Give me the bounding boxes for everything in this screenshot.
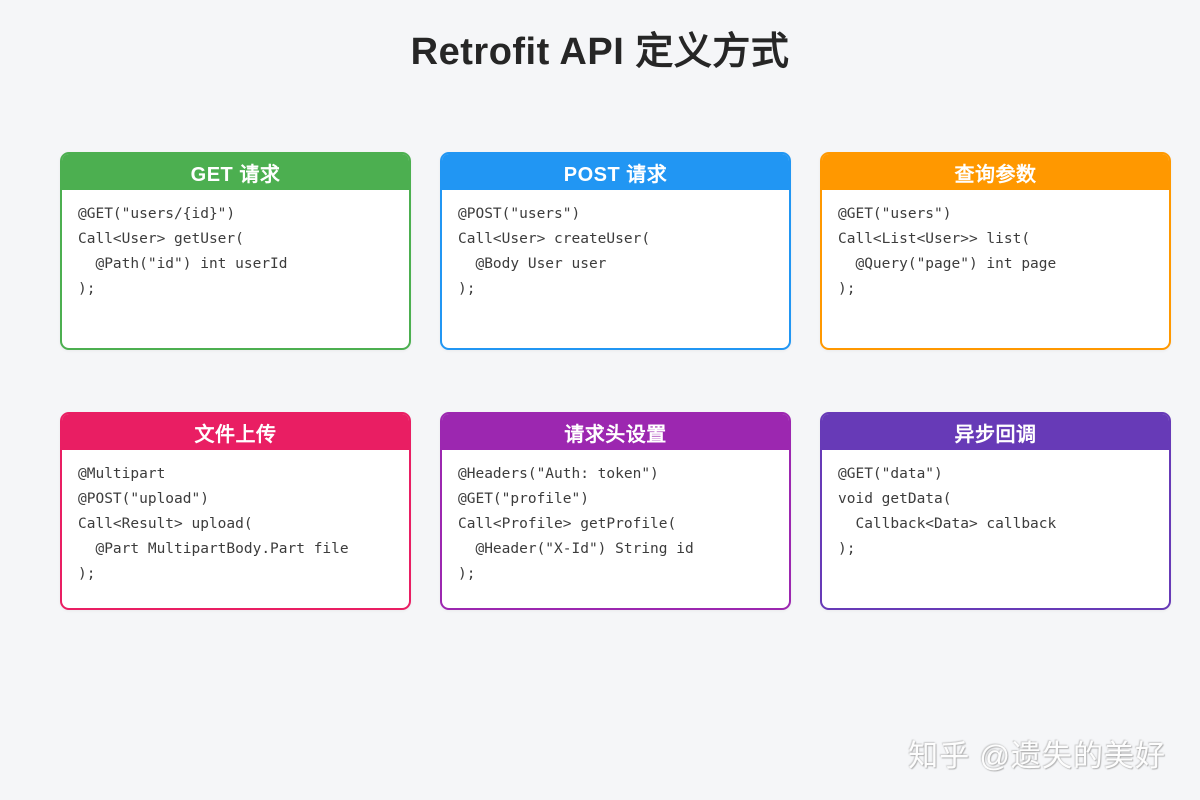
code-line: ); — [78, 566, 96, 582]
code-line: Call<Result> upload( — [78, 516, 253, 532]
code-line: @GET("profile") — [458, 491, 589, 507]
code-line: @Header("X-Id") String id — [458, 541, 694, 557]
card-grid: GET 请求 @GET("users/{id}") Call<User> get… — [60, 152, 1171, 610]
card-header: 异步回调 — [822, 414, 1169, 450]
card-header: GET 请求 — [62, 154, 409, 190]
code-line: void getData( — [838, 491, 952, 507]
code-line: ); — [838, 541, 856, 557]
code-line: @Headers("Auth: token") — [458, 466, 659, 482]
code-line: @GET("users/{id}") — [78, 206, 236, 222]
card-title: 请求头设置 — [564, 423, 667, 446]
card-request-headers: 请求头设置 @Headers("Auth: token") @GET("prof… — [440, 412, 791, 610]
page-title: Retrofit API 定义方式 — [410, 31, 790, 73]
code-line: ); — [838, 281, 856, 297]
code-line: Call<List<User>> list( — [838, 231, 1031, 247]
code-line: @Body User user — [458, 256, 607, 272]
card-query-params: 查询参数 @GET("users") Call<List<User>> list… — [820, 152, 1171, 350]
card-title: 查询参数 — [954, 163, 1037, 186]
code-line: @GET("users") — [838, 206, 952, 222]
code-block: @GET("users/{id}") Call<User> getUser( @… — [62, 190, 409, 302]
code-line: @POST("users") — [458, 206, 581, 222]
card-header: POST 请求 — [442, 154, 789, 190]
code-line: Call<User> getUser( — [78, 231, 244, 247]
code-block: @Headers("Auth: token") @GET("profile") … — [442, 450, 789, 587]
code-line: @Part MultipartBody.Part file — [78, 541, 349, 557]
code-line: Call<User> createUser( — [458, 231, 651, 247]
code-block: @GET("data") void getData( Callback<Data… — [822, 450, 1169, 562]
card-async-callback: 异步回调 @GET("data") void getData( Callback… — [820, 412, 1171, 610]
code-block: @POST("users") Call<User> createUser( @B… — [442, 190, 789, 302]
card-title: POST 请求 — [563, 163, 668, 186]
code-line: @Multipart — [78, 466, 166, 482]
card-file-upload: 文件上传 @Multipart @POST("upload") Call<Res… — [60, 412, 411, 610]
code-line: ); — [78, 281, 96, 297]
code-line: Callback<Data> callback — [838, 516, 1057, 532]
card-title: 异步回调 — [954, 423, 1037, 446]
code-block: @Multipart @POST("upload") Call<Result> … — [62, 450, 409, 587]
card-header: 请求头设置 — [442, 414, 789, 450]
card-post-request: POST 请求 @POST("users") Call<User> create… — [440, 152, 791, 350]
code-line: @Path("id") int userId — [78, 256, 288, 272]
code-line: ); — [458, 566, 476, 582]
code-line: ); — [458, 281, 476, 297]
card-title: 文件上传 — [194, 423, 277, 446]
card-header: 查询参数 — [822, 154, 1169, 190]
code-line: @Query("page") int page — [838, 256, 1057, 272]
code-line: Call<Profile> getProfile( — [458, 516, 677, 532]
zhihu-watermark: 知乎 @遗失的美好 — [908, 740, 1166, 773]
card-header: 文件上传 — [62, 414, 409, 450]
code-line: @GET("data") — [838, 466, 943, 482]
card-get-request: GET 请求 @GET("users/{id}") Call<User> get… — [60, 152, 411, 350]
code-line: @POST("upload") — [78, 491, 209, 507]
code-block: @GET("users") Call<List<User>> list( @Qu… — [822, 190, 1169, 302]
card-title: GET 请求 — [190, 163, 281, 186]
